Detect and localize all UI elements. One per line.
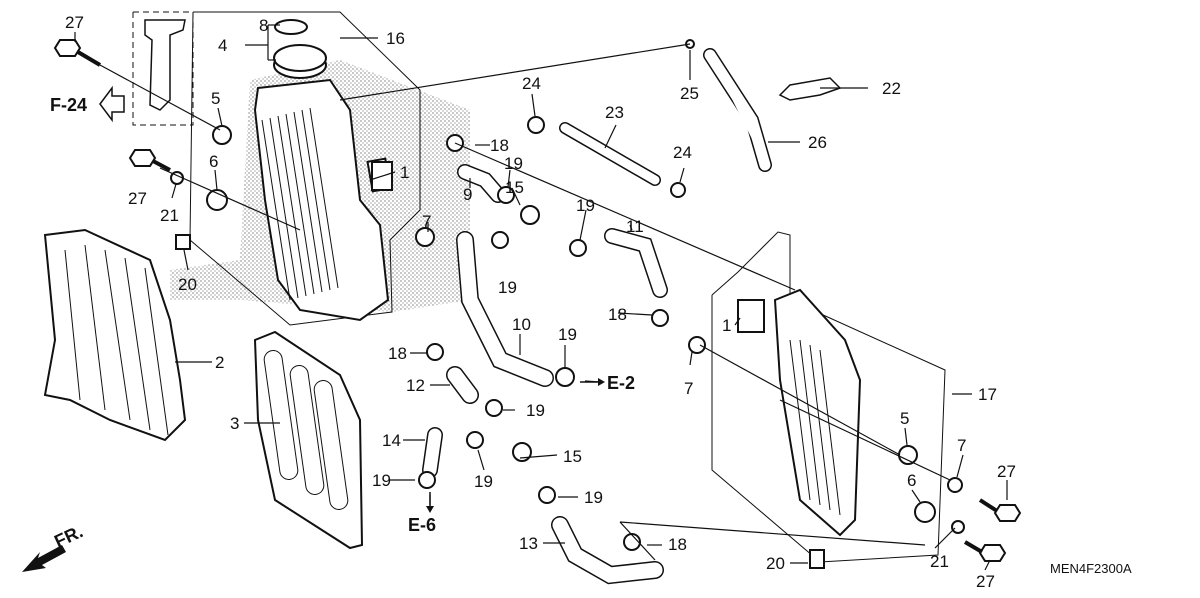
label-19: 19 xyxy=(576,196,595,215)
label-14: 14 xyxy=(382,431,401,450)
label-23: 23 xyxy=(605,103,624,122)
right-group-outline xyxy=(711,231,946,563)
label-27: 27 xyxy=(128,189,147,208)
ref-front: FR. xyxy=(51,521,86,551)
e6-arrow-icon xyxy=(426,492,434,513)
label-13: 13 xyxy=(519,534,538,553)
label-7: 7 xyxy=(422,212,431,231)
label-19: 19 xyxy=(526,401,545,420)
ref-e2: E-2 xyxy=(607,373,635,393)
label-20: 20 xyxy=(766,554,785,573)
label-27: 27 xyxy=(997,462,1016,481)
label-21: 21 xyxy=(930,552,949,571)
label-22: 22 xyxy=(882,79,901,98)
hoses xyxy=(422,48,772,585)
label-5: 5 xyxy=(900,409,909,428)
label-18: 18 xyxy=(668,535,687,554)
label-19: 19 xyxy=(558,325,577,344)
diagram-code: MEN4F2300A xyxy=(1050,561,1132,576)
label-24: 24 xyxy=(673,143,692,162)
label-26: 26 xyxy=(808,133,827,152)
label-20: 20 xyxy=(178,275,197,294)
f24-arrow-icon xyxy=(99,85,125,123)
grille xyxy=(253,330,364,550)
label-24: 24 xyxy=(522,74,541,93)
label-6: 6 xyxy=(907,471,916,490)
label-19: 19 xyxy=(498,278,517,297)
label-5: 5 xyxy=(211,89,220,108)
label-19: 19 xyxy=(474,472,493,491)
small-parts xyxy=(53,39,1022,569)
label-11: 11 xyxy=(626,217,644,236)
radiator-cap xyxy=(273,19,327,79)
label-1: 1 xyxy=(722,316,731,335)
label-15: 15 xyxy=(563,447,582,466)
leader-lines xyxy=(74,24,1008,571)
label-7: 7 xyxy=(684,379,693,398)
label-6: 6 xyxy=(209,152,218,171)
label-18: 18 xyxy=(608,305,627,324)
e2-arrow-icon xyxy=(580,378,605,386)
label-4: 4 xyxy=(218,36,227,55)
label-19: 19 xyxy=(584,488,603,507)
part-labels: 27 8 4 16 5 6 27 21 20 1 7 24 18 19 9 15… xyxy=(65,13,1016,591)
ref-f24: F-24 xyxy=(50,95,87,115)
label-27: 27 xyxy=(976,572,995,591)
label-1: 1 xyxy=(400,163,409,182)
label-12: 12 xyxy=(406,376,425,395)
label-18: 18 xyxy=(388,344,407,363)
left-shroud xyxy=(43,228,187,442)
label-16: 16 xyxy=(386,29,405,48)
label-9: 9 xyxy=(463,185,472,204)
label-8: 8 xyxy=(259,16,268,35)
label-10: 10 xyxy=(512,315,531,334)
label-2: 2 xyxy=(215,353,224,372)
label-7: 7 xyxy=(957,436,966,455)
label-21: 21 xyxy=(160,206,179,225)
label-15: 15 xyxy=(505,178,524,197)
bracket-box xyxy=(132,11,194,126)
label-18: 18 xyxy=(490,136,509,155)
front-arrow-icon xyxy=(22,545,66,572)
label-19: 19 xyxy=(372,471,391,490)
label-19: 19 xyxy=(504,154,523,173)
label-17: 17 xyxy=(978,385,997,404)
label-25: 25 xyxy=(680,84,699,103)
ref-e6: E-6 xyxy=(408,515,436,535)
label-27: 27 xyxy=(65,13,84,32)
label-3: 3 xyxy=(230,414,239,433)
